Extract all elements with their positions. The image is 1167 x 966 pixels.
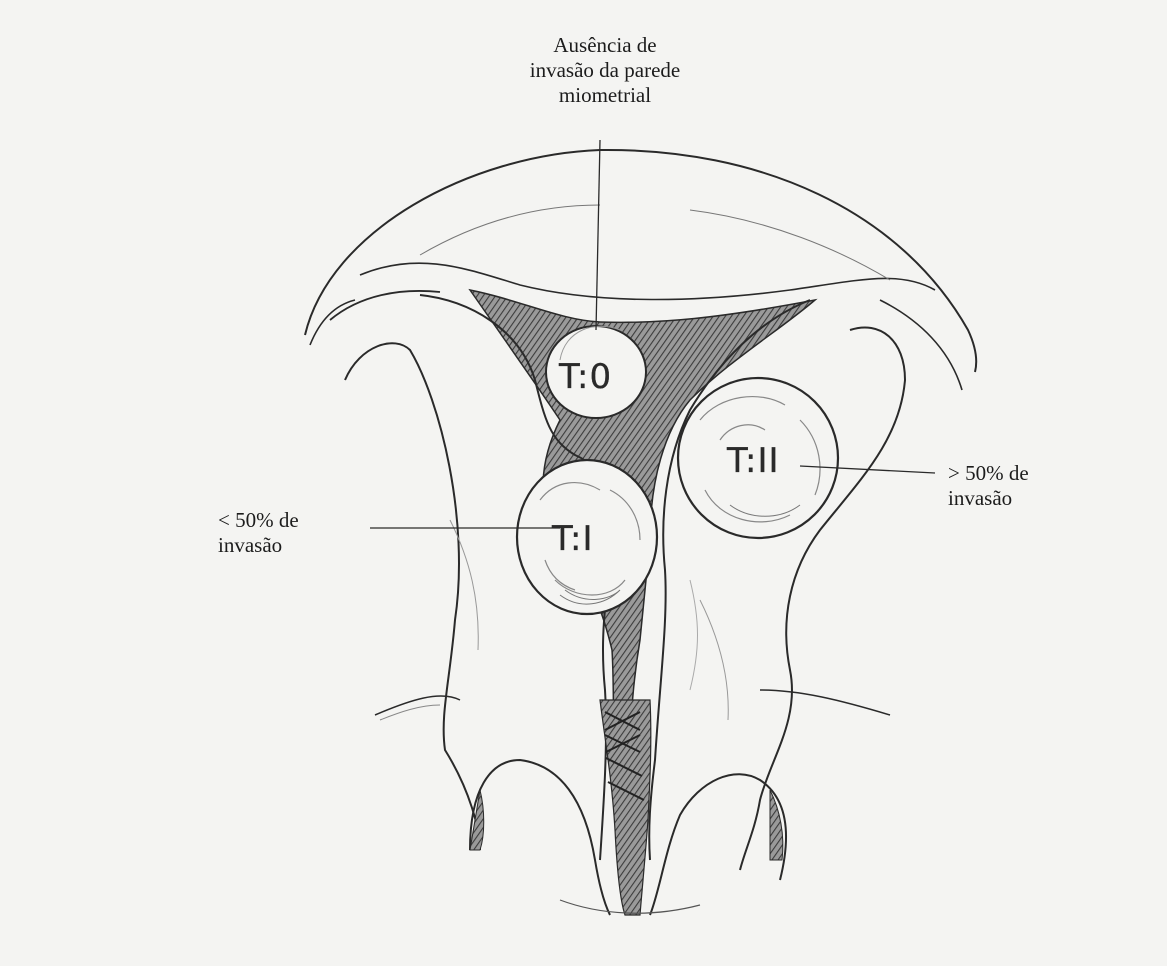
label-line: < 50% de [218,508,299,533]
label-more-than-50-invasion: > 50% de invasão [948,461,1029,511]
right-flare [760,690,890,715]
cervical-canal [600,700,651,915]
label-line: invasão [218,533,299,558]
label-no-invasion: Ausência de invasão da parede miometrial [490,33,720,108]
label-line: Ausência de [490,33,720,58]
label-less-than-50-invasion: < 50% de invasão [218,508,299,558]
label-line: invasão da parede [490,58,720,83]
left-flare [375,696,460,715]
tumor-tag-t1: T:I [552,522,594,556]
tumor-tag-t0: T:0 [559,360,612,394]
left-wall-outer [345,343,480,850]
label-line: miometrial [490,83,720,108]
label-line: invasão [948,486,1029,511]
tumor-tag-t2: T:II [727,444,780,478]
dome-inner [360,263,935,299]
leader-line-t0 [596,140,600,330]
label-line: > 50% de [948,461,1029,486]
